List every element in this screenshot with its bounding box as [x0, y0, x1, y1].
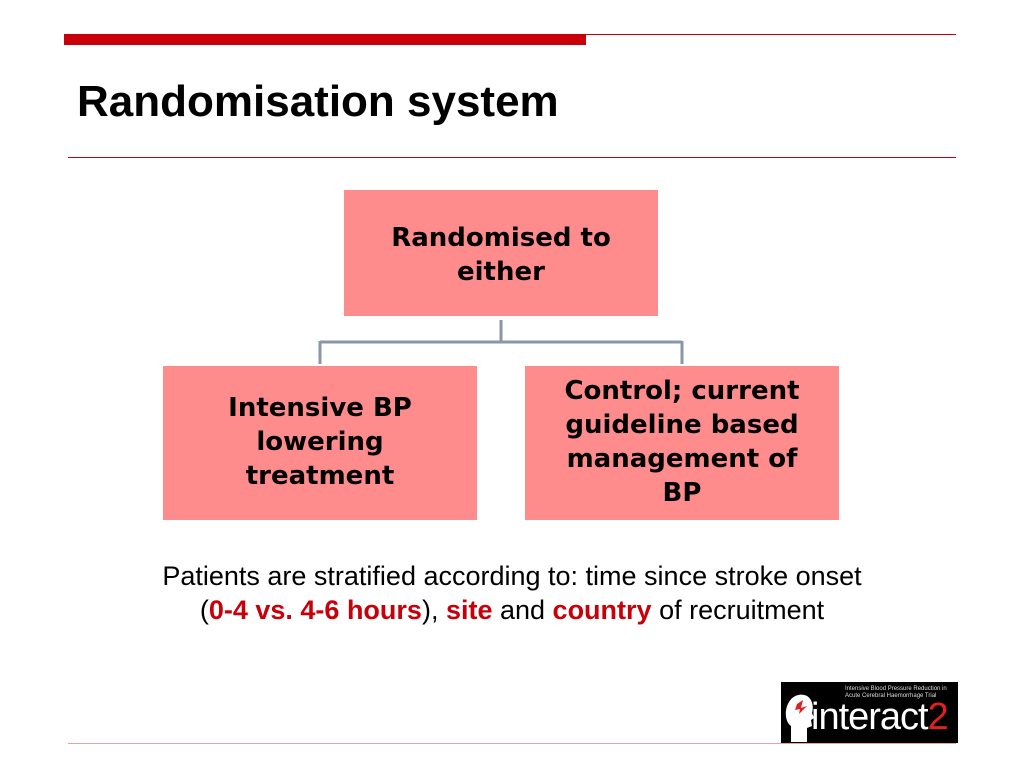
note-site-highlight: site — [445, 594, 493, 625]
bottom-divider — [68, 743, 956, 744]
node-randomised: Randomised to either — [342, 188, 660, 318]
title-divider — [68, 157, 956, 158]
logo-wordmark: interact2 — [811, 696, 949, 739]
node-line: Control; current — [564, 376, 800, 407]
slide-title: Randomisation system — [77, 77, 559, 126]
logo-tagline: Intensive Blood Pressure Reduction in Ac… — [845, 686, 947, 700]
node-line: management of — [566, 444, 798, 474]
node-intensive-text: Intensive BP lowering treatment — [228, 392, 412, 493]
node-line: treatment — [245, 460, 395, 491]
node-control: Control; current guideline based managem… — [523, 364, 841, 522]
note-comma: ), — [421, 594, 446, 625]
logo-word: interact — [811, 696, 929, 738]
interact2-logo: Intensive Blood Pressure Reduction in Ac… — [781, 682, 958, 743]
note-line-1: Patients are stratified according to: ti… — [162, 561, 862, 591]
top-accent-line — [586, 34, 956, 35]
top-accent-bar — [64, 34, 586, 45]
node-line: Randomised to — [391, 223, 611, 253]
note-open-paren: ( — [199, 594, 209, 625]
note-hours-highlight: 0-4 vs. 4-6 hours — [208, 594, 422, 625]
note-country-highlight: country — [552, 594, 652, 625]
node-line: lowering — [256, 427, 384, 458]
head-silhouette-icon — [785, 694, 814, 742]
node-control-text: Control; current guideline based managem… — [564, 375, 799, 510]
node-line: either — [457, 256, 545, 287]
note-and: and — [492, 594, 553, 625]
note-rest: of recruitment — [651, 594, 825, 625]
node-line: guideline based — [565, 410, 799, 441]
note-line-2: (0-4 vs. 4-6 hours), site and country of… — [0, 594, 1024, 628]
stratification-note: Patients are stratified according to: ti… — [0, 560, 1024, 628]
node-line: BP — [662, 477, 702, 508]
node-randomised-text: Randomised to either — [391, 222, 611, 290]
node-intensive: Intensive BP lowering treatment — [161, 364, 479, 522]
logo-number: 2 — [927, 696, 949, 738]
node-line: Intensive BP — [228, 393, 412, 424]
